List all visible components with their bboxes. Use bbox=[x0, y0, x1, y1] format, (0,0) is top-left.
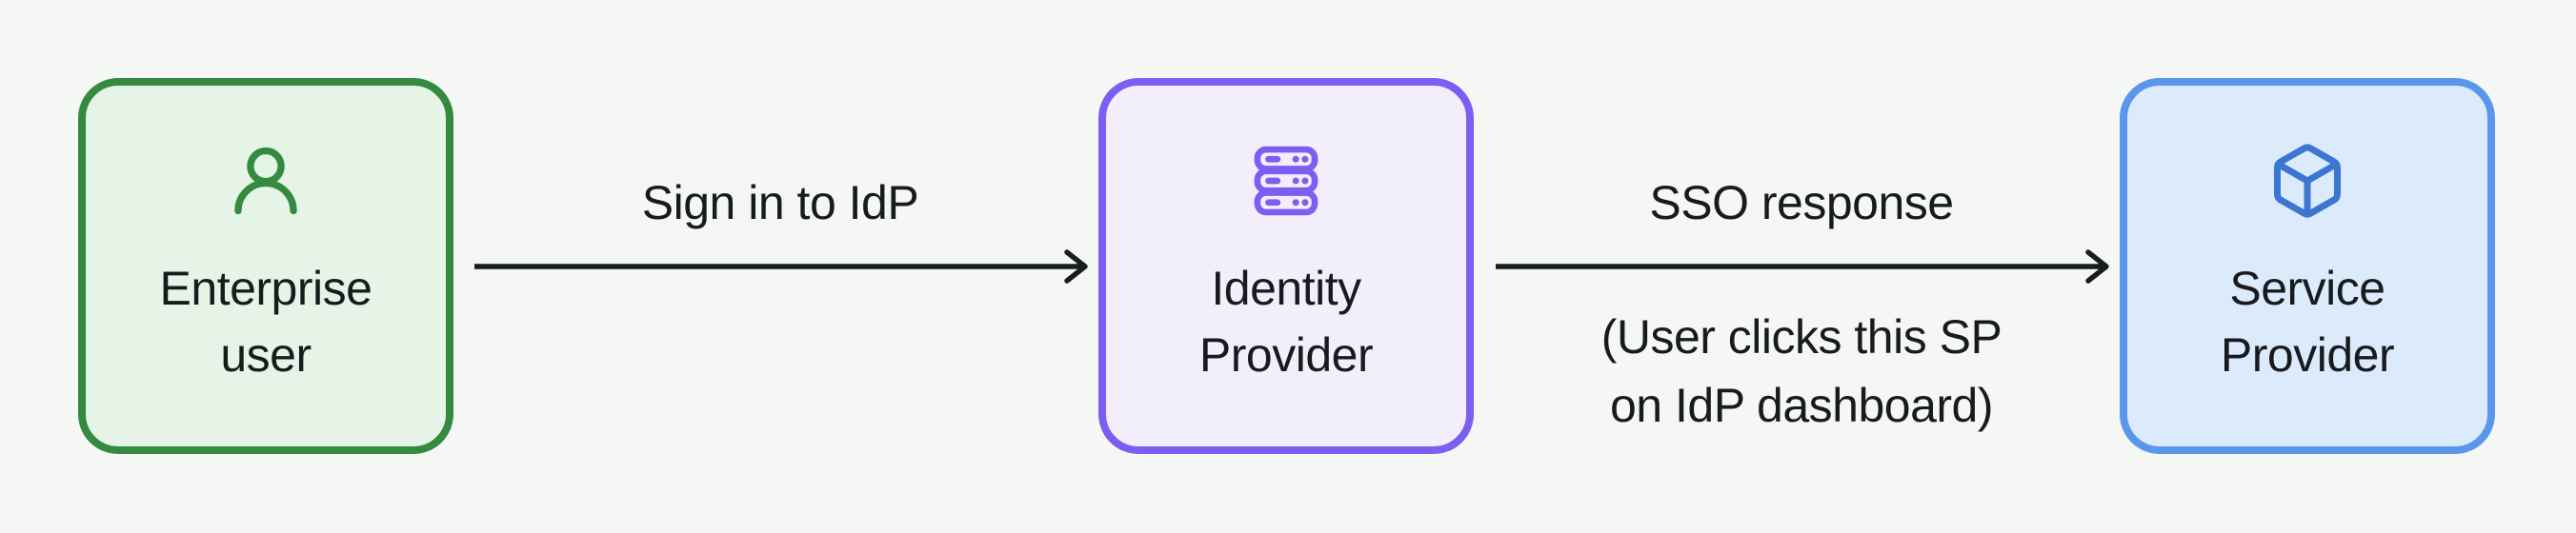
arrow-label-sso-response: SSO response bbox=[1649, 176, 1954, 229]
node-identity-provider: Identity Provider bbox=[1098, 78, 1474, 454]
node-label-identity-provider: Identity Provider bbox=[1198, 255, 1374, 388]
node-label-service-provider: Service Provider bbox=[2220, 255, 2395, 388]
user-icon bbox=[234, 147, 297, 215]
arrow-caption-sso-response: (User clicks this SP on IdP dashboard) bbox=[1494, 303, 2109, 440]
node-label-enterprise-user: Enterprise user bbox=[160, 255, 372, 388]
arrow-caption-line: on IdP dashboard) bbox=[1610, 379, 1994, 432]
node-label-line: user bbox=[220, 328, 312, 382]
node-label-line: Identity bbox=[1211, 262, 1361, 315]
arrow-caption-line: (User clicks this SP bbox=[1600, 310, 2002, 364]
node-label-line: Service bbox=[2229, 262, 2385, 315]
node-service-provider: Service Provider bbox=[2120, 78, 2495, 454]
node-label-line: Enterprise bbox=[159, 262, 372, 315]
arrow-sso-response bbox=[1496, 249, 2109, 284]
node-enterprise-user: Enterprise user bbox=[78, 78, 453, 454]
node-label-line: Provider bbox=[1198, 328, 1374, 382]
node-label-line: Provider bbox=[2220, 328, 2395, 382]
cube-icon bbox=[2274, 144, 2341, 218]
server-stack-icon bbox=[1254, 146, 1318, 216]
arrow-label-sign-in-to-idp: Sign in to IdP bbox=[641, 176, 919, 229]
arrow-sign-in-to-idp bbox=[474, 249, 1088, 284]
